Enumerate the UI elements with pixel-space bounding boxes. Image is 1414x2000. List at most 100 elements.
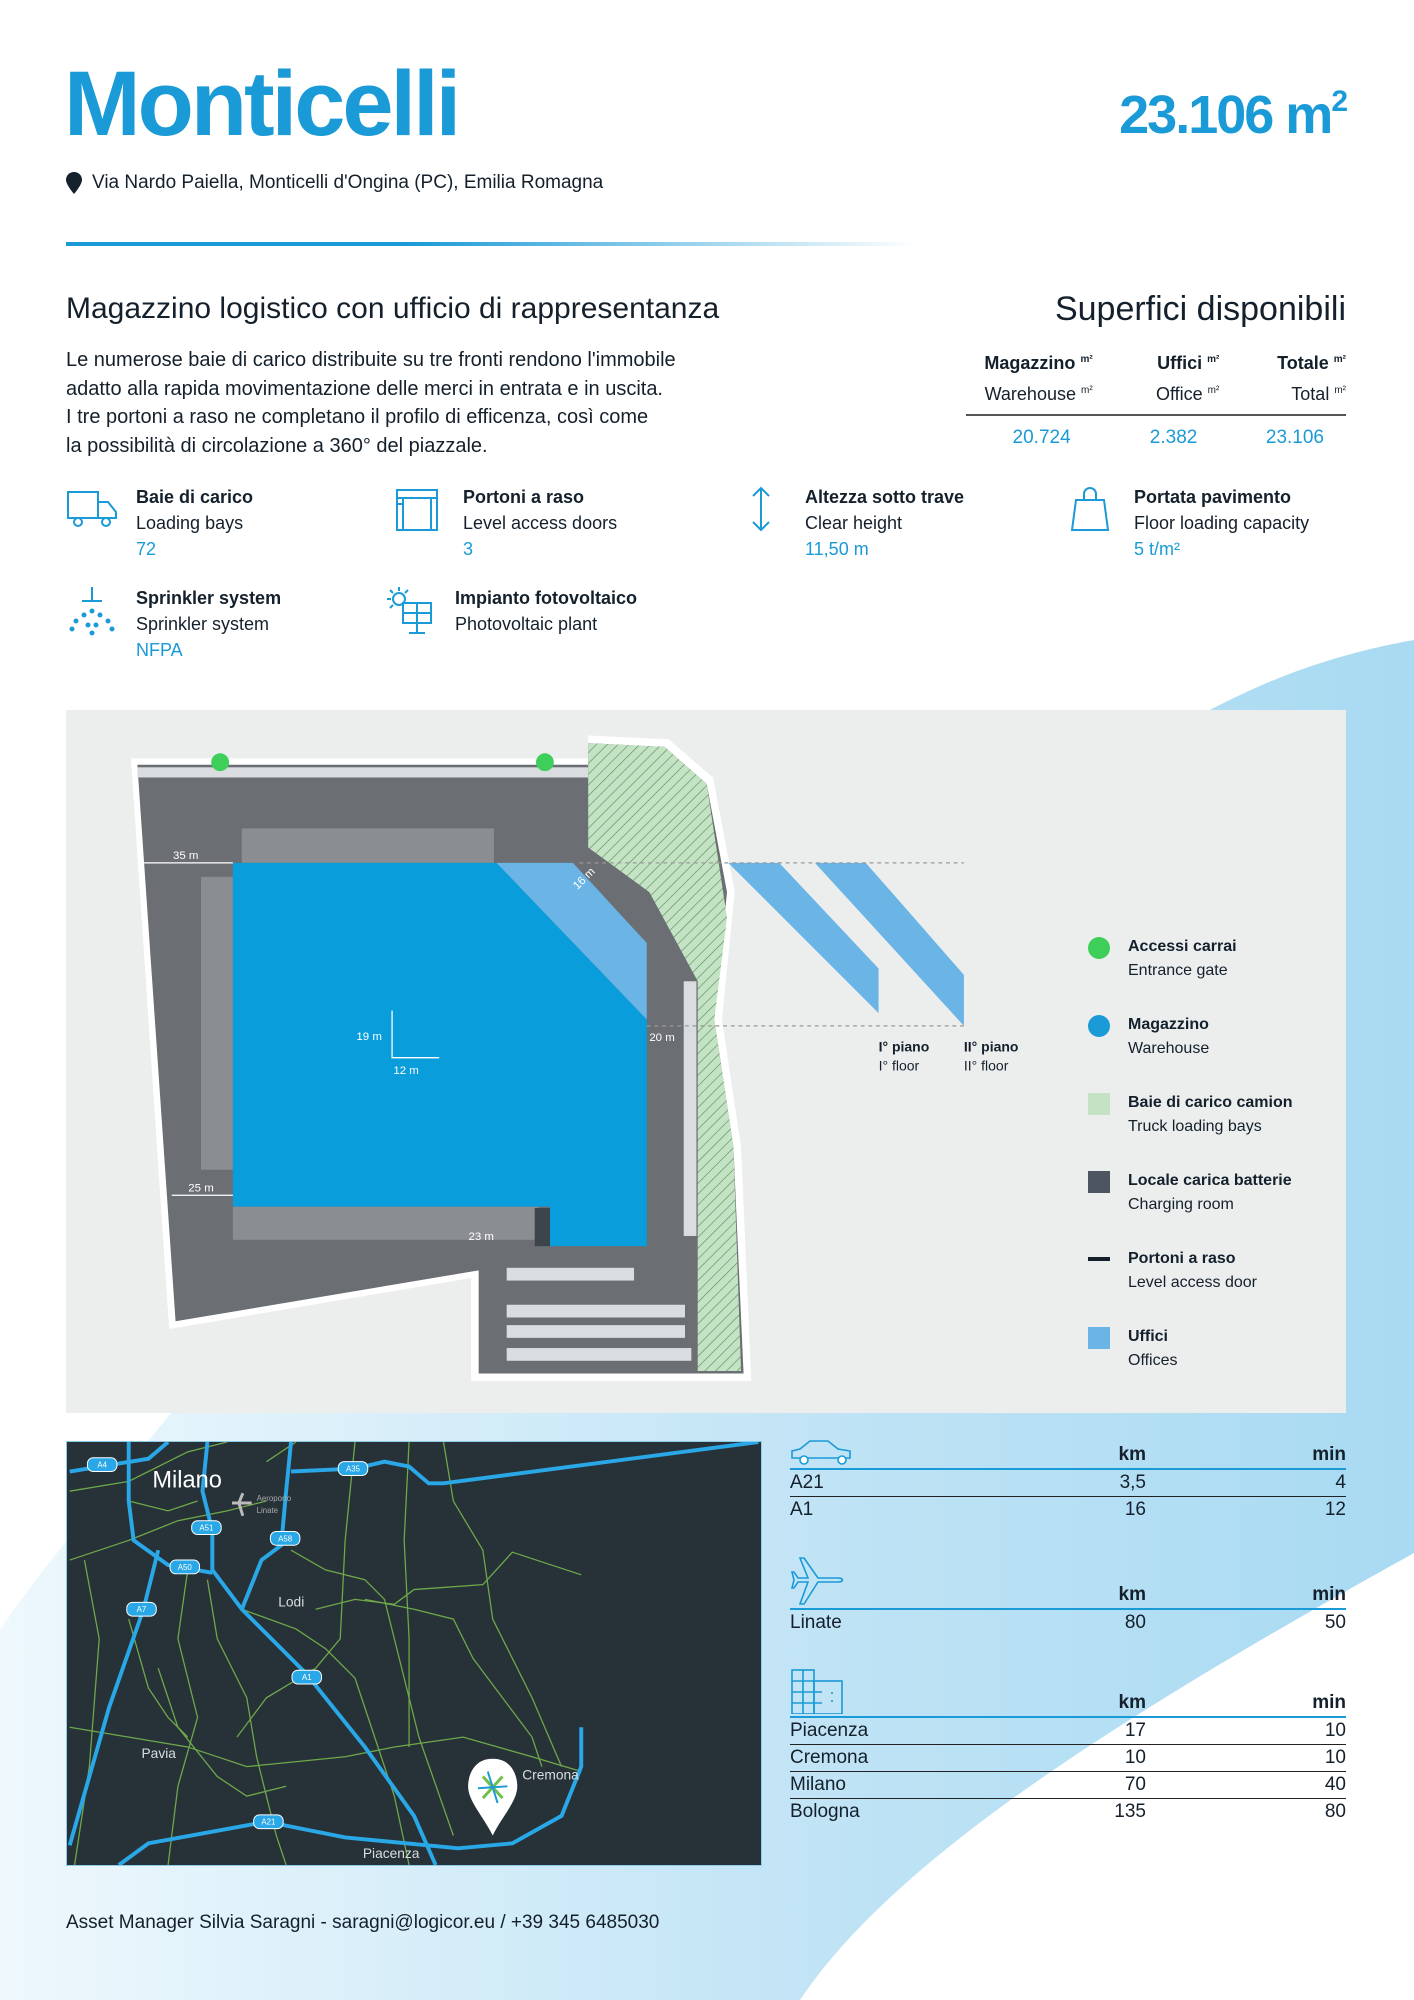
description-line: la possibilità di circolazione a 360° de… (66, 434, 488, 457)
airport-label: Linate (257, 1506, 279, 1515)
site-plan: 35 m 16 m 19 m 12 m 20 m 25 m 23 m I° pi… (130, 735, 1019, 1382)
warehouse-swatch (1088, 1015, 1110, 1037)
svg-text:A4: A4 (97, 1461, 107, 1470)
airplane-icon (790, 1557, 844, 1605)
road-map: A4 A35 A51 A58 A50 A7 A1 A21 Milano Lodi… (67, 1440, 759, 1867)
entrance-gate-icon (211, 753, 230, 772)
level-door-swatch (1088, 1257, 1110, 1261)
svg-text:A51: A51 (199, 1524, 213, 1533)
svg-text:A58: A58 (278, 1534, 293, 1543)
parking (506, 1348, 692, 1361)
dim-label: 25 m (188, 1182, 213, 1194)
road-badge: A4 (86, 1457, 118, 1473)
col-header: Uffici m² (1157, 353, 1220, 373)
section-heading: Magazzino logistico con ufficio di rappr… (66, 292, 720, 325)
truck-icon (67, 491, 117, 527)
door-icon (396, 489, 438, 531)
weight-icon (1070, 487, 1110, 531)
svg-text:A21: A21 (261, 1818, 275, 1827)
description-line: I tre portoni a raso ne completano il pr… (66, 406, 649, 428)
buildings-icon (791, 1669, 843, 1714)
col-header-en: Warehouse m² (984, 384, 1093, 404)
offices (496, 862, 647, 1020)
floor-label: II° piano (964, 1038, 1019, 1054)
city-label: Lodi (278, 1594, 304, 1609)
charging-room (534, 1207, 550, 1247)
city-label: Piacenza (363, 1846, 420, 1861)
canopy (201, 876, 233, 1170)
airplane-icon (232, 1492, 252, 1517)
canopy (232, 1206, 539, 1240)
truck-bays-swatch (1088, 1093, 1110, 1115)
address: Via Nardo Paiella, Monticelli d'Ongina (… (66, 172, 603, 194)
entrance-gate-icon (1088, 937, 1110, 959)
col-header-en: Total m² (1291, 384, 1347, 404)
entrance-gate-icon (535, 753, 554, 772)
col-header: Magazzino m² (984, 353, 1093, 373)
parking (506, 1267, 635, 1281)
height-arrow-icon (752, 486, 770, 532)
dim-label: 12 m (393, 1065, 418, 1077)
map-pin-icon (66, 172, 82, 194)
svg-text:A35: A35 (346, 1465, 361, 1474)
parking (506, 1304, 685, 1318)
svg-text:A50: A50 (178, 1563, 193, 1572)
road-badge: A51 (191, 1520, 222, 1535)
floor-label: I° piano (879, 1038, 930, 1054)
col-header-en: Office m² (1155, 384, 1220, 404)
road-badge: A58 (269, 1531, 301, 1546)
airport-label: Aeroporto (257, 1494, 292, 1503)
city-label: Cremona (522, 1767, 579, 1782)
car-icon (791, 1440, 851, 1465)
road-badge: A35 (337, 1461, 369, 1476)
total-area: 23.106 m2 (1119, 85, 1348, 145)
surfaces-table: Magazzino m² Uffici m² Totale m² Warehou… (966, 346, 1346, 451)
dock-strip-right (683, 981, 697, 1236)
sprinkler-icon (69, 587, 115, 636)
site-plan-panel: 35 m 16 m 19 m 12 m 20 m 25 m 23 m I° pi… (66, 710, 1346, 1413)
canopy (241, 828, 494, 863)
city-label: Pavia (142, 1746, 177, 1761)
svg-text:A1: A1 (302, 1673, 312, 1682)
col-header: Totale m² (1277, 353, 1347, 373)
office-area: 2.382 (1149, 427, 1198, 448)
parking (506, 1325, 685, 1338)
local-roads (69, 1441, 582, 1866)
dim-label: 19 m (356, 1031, 381, 1043)
warehouse-area: 20.724 (1012, 427, 1071, 448)
highways (67, 1440, 759, 1867)
location-map[interactable]: A4 A35 A51 A58 A50 A7 A1 A21 Milano Lodi… (66, 1440, 762, 1867)
truck-loading-area (588, 743, 742, 1371)
description-line: Le numerose baie di carico distribuite s… (66, 349, 676, 371)
road-badge: A1 (291, 1669, 323, 1685)
road-badge: A50 (169, 1559, 201, 1575)
solar-panel-icon (387, 587, 432, 634)
location-pin-icon (468, 1758, 518, 1836)
warehouse (232, 862, 647, 1247)
charging-room-swatch (1088, 1171, 1110, 1193)
contact-footer: Asset Manager Silvia Saragni - saragni@l… (66, 1912, 660, 1933)
floor-label: I° floor (879, 1057, 920, 1073)
dim-label: 23 m (468, 1231, 493, 1243)
